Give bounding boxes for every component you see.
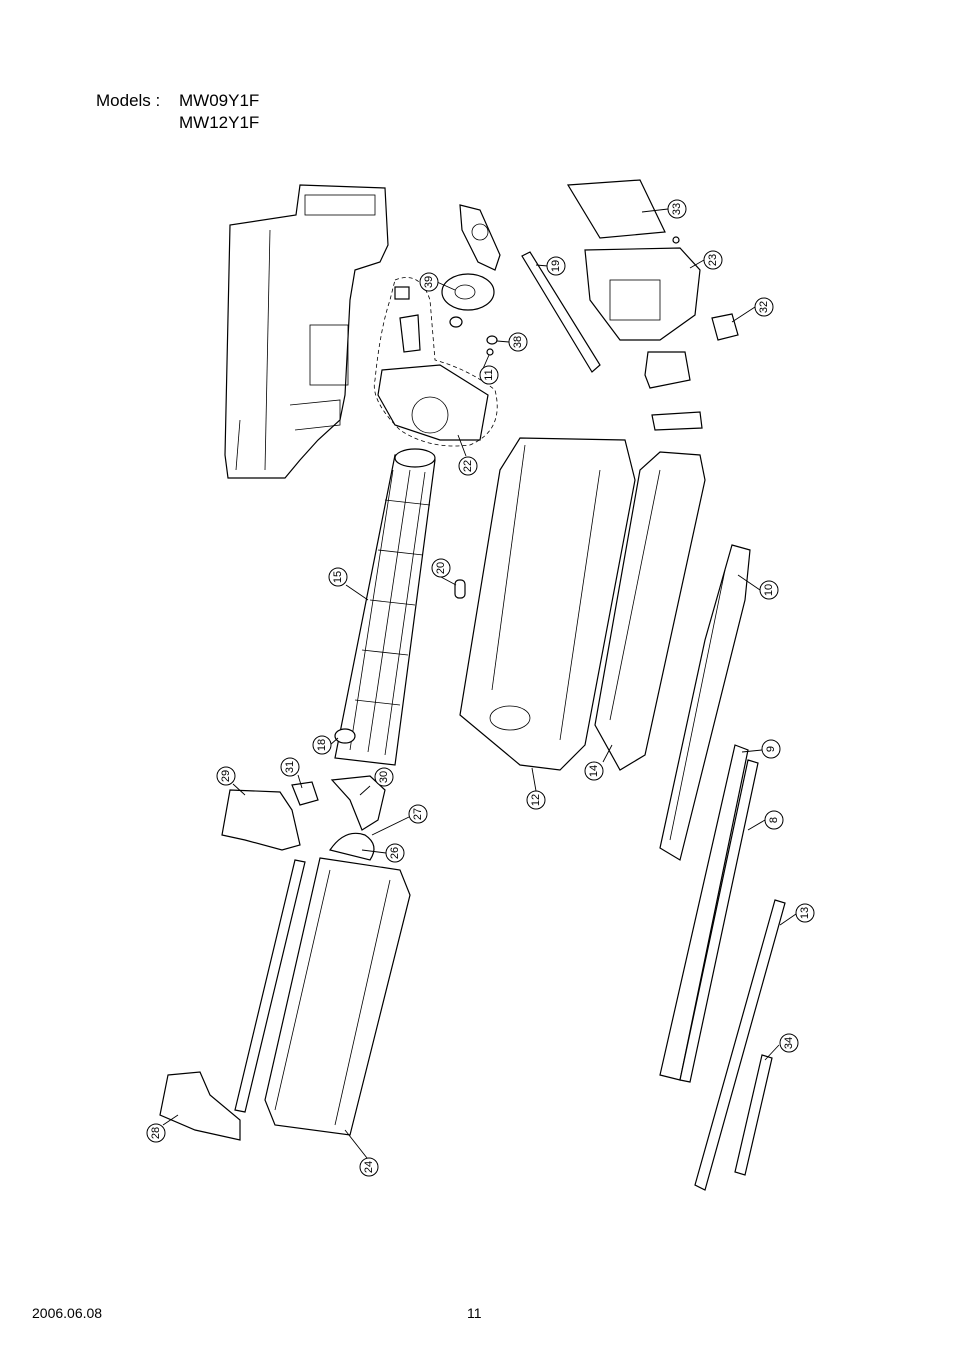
swing-shaft	[521, 251, 601, 373]
cross-flow-fan	[334, 448, 436, 766]
drain-pan	[459, 437, 636, 771]
dashed-group-outline	[373, 277, 498, 447]
callout-19: 19	[550, 260, 562, 272]
control-cover	[566, 179, 680, 244]
drain-cap	[454, 579, 466, 599]
louver-frame	[594, 451, 706, 771]
callout-9: 9	[765, 746, 777, 752]
motor-bracket	[459, 204, 501, 271]
flap-strip	[694, 899, 786, 1191]
callout-labels: 33 39 19 23 32 38 11 22 15 20 10 18 14 1…	[146, 199, 815, 1177]
vertical-louver	[659, 544, 751, 861]
callout-33: 33	[671, 203, 683, 215]
callout-24: 24	[363, 1161, 375, 1173]
sensor-bracket	[644, 351, 703, 431]
callout-32: 32	[758, 301, 770, 313]
horizontal-flap	[659, 744, 759, 1083]
callout-34: 34	[783, 1037, 795, 1049]
model-name-2: MW12Y1F	[179, 113, 260, 132]
evaporator	[234, 857, 411, 1136]
callout-31: 31	[284, 761, 296, 773]
pipe-bend	[329, 832, 375, 861]
callout-14: 14	[588, 765, 600, 777]
model-name-1: MW09Y1F	[179, 91, 260, 110]
callout-27: 27	[412, 808, 424, 820]
left-holder	[221, 789, 301, 851]
small-fasteners	[486, 335, 498, 356]
models-header: Models : MW09Y1F MW12Y1F	[96, 90, 259, 134]
callout-15: 15	[332, 571, 344, 583]
callout-11: 11	[483, 369, 495, 380]
callout-23: 23	[707, 254, 719, 266]
callout-13: 13	[799, 907, 811, 919]
callout-10: 10	[763, 584, 775, 596]
footer-date: 2006.06.08	[32, 1305, 103, 1321]
callout-28: 28	[150, 1127, 162, 1139]
fan-motor	[441, 273, 495, 328]
fan-bearing	[334, 728, 356, 744]
page-number: 11	[467, 1305, 482, 1321]
callout-12: 12	[530, 794, 542, 806]
callout-26: 26	[389, 847, 401, 859]
control-box	[584, 247, 701, 341]
rear-chassis	[224, 184, 389, 479]
callout-18: 18	[316, 739, 328, 751]
models-label: Models :	[96, 91, 161, 110]
clip	[291, 781, 319, 806]
callout-22: 22	[462, 460, 474, 472]
flap-strip-small	[734, 1054, 773, 1176]
pipe-holder	[330, 775, 386, 831]
right-holder	[159, 1071, 241, 1141]
callout-20: 20	[435, 562, 447, 574]
callout-8: 8	[768, 817, 780, 823]
terminal-block	[711, 313, 739, 341]
callout-38: 38	[512, 336, 524, 348]
callout-30: 30	[378, 771, 390, 783]
callout-29: 29	[220, 770, 232, 782]
callout-39: 39	[423, 276, 435, 288]
